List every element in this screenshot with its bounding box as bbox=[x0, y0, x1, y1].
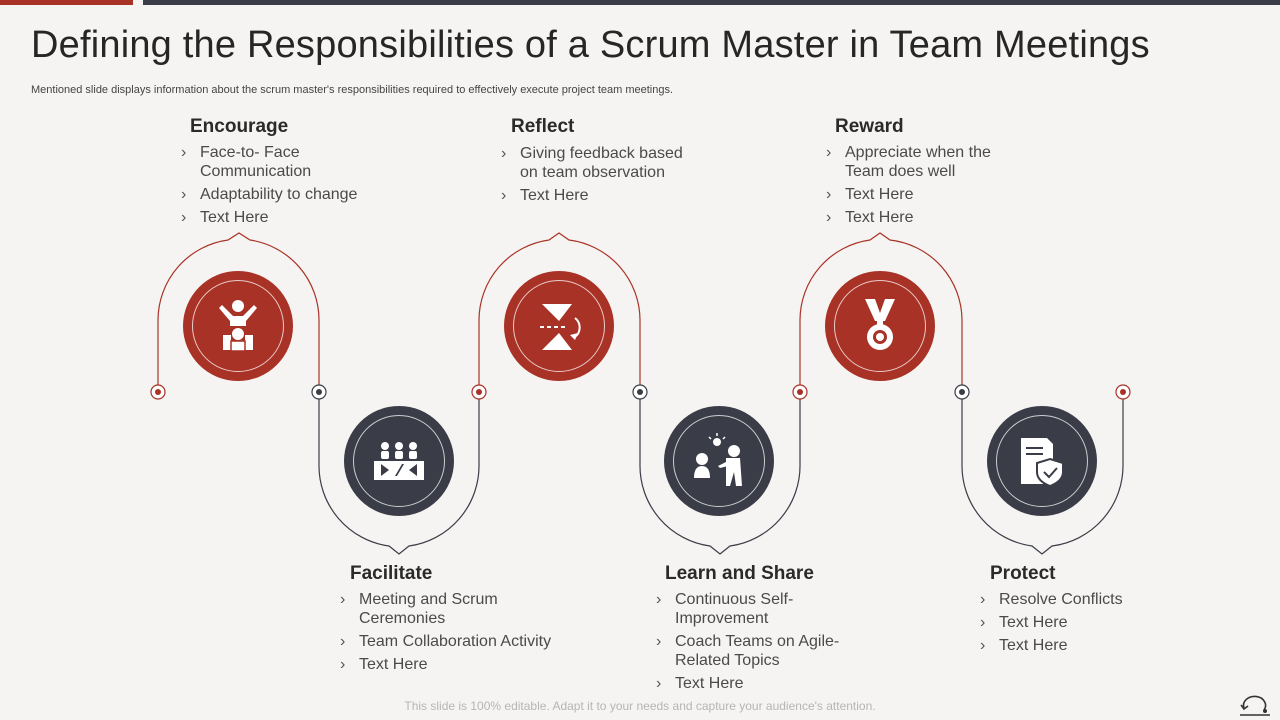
list-item: Team Collaboration Activity bbox=[340, 632, 580, 651]
connector-node bbox=[471, 384, 487, 400]
reflect-circle bbox=[504, 271, 614, 381]
step-reward: Reward Appreciate when the Team does wel… bbox=[826, 116, 1016, 231]
protect-circle bbox=[987, 406, 1097, 516]
list-item: Giving feedback based on team observatio… bbox=[501, 144, 701, 182]
connector-node bbox=[792, 384, 808, 400]
list-item: Text Here bbox=[826, 208, 1016, 227]
list-item: Face-to- Face Communication bbox=[181, 143, 381, 181]
step-title: Reward bbox=[835, 116, 904, 137]
shield-document-icon bbox=[1021, 438, 1064, 488]
list-item: Appreciate when the Team does well bbox=[826, 143, 1016, 181]
list-item: Text Here bbox=[656, 674, 856, 693]
step-reflect: Reflect Giving feedback based on team ob… bbox=[501, 116, 701, 209]
connector-node bbox=[1115, 384, 1131, 400]
connector-node bbox=[954, 384, 970, 400]
celebrating-person-icon bbox=[219, 300, 257, 352]
refresh-logo-icon bbox=[1240, 695, 1270, 716]
connector-node bbox=[150, 384, 166, 400]
step-protect: Protect Resolve Conflicts Text Here Text… bbox=[980, 563, 1180, 659]
step-encourage: Encourage Face-to- Face Communication Ad… bbox=[181, 116, 381, 231]
list-item: Text Here bbox=[826, 185, 1016, 204]
learn-and-share-circle bbox=[664, 406, 774, 516]
reward-circle bbox=[825, 271, 935, 381]
list-item: Text Here bbox=[980, 613, 1180, 632]
step-title: Protect bbox=[990, 563, 1056, 584]
slide-footer-note: This slide is 100% editable. Adapt it to… bbox=[404, 699, 876, 713]
idea-sharing-icon bbox=[694, 433, 742, 486]
list-item: Text Here bbox=[980, 636, 1180, 655]
slide-subtitle: Mentioned slide displays information abo… bbox=[31, 84, 674, 96]
step-title: Reflect bbox=[511, 116, 575, 137]
top-dark-bar bbox=[143, 0, 1280, 5]
step-learn-and-share: Learn and Share Continuous Self-Improvem… bbox=[656, 563, 856, 697]
connector-node bbox=[632, 384, 648, 400]
list-item: Text Here bbox=[501, 186, 701, 205]
list-item: Adaptability to change bbox=[181, 185, 381, 204]
hourglass-icon bbox=[540, 304, 581, 350]
slide-title: Defining the Responsibilities of a Scrum… bbox=[31, 24, 1150, 66]
list-item: Continuous Self-Improvement bbox=[656, 590, 856, 628]
step-title: Facilitate bbox=[350, 563, 433, 584]
facilitate-circle bbox=[344, 406, 454, 516]
top-accent-bar bbox=[0, 0, 133, 5]
presentation-audience-icon bbox=[374, 442, 424, 480]
step-title: Encourage bbox=[190, 116, 289, 137]
list-item: Text Here bbox=[181, 208, 381, 227]
step-facilitate: Facilitate Meeting and Scrum Ceremonies … bbox=[340, 563, 580, 678]
medal-icon bbox=[865, 299, 895, 350]
list-item: Meeting and Scrum Ceremonies bbox=[340, 590, 580, 628]
list-item: Coach Teams on Agile-Related Topics bbox=[656, 632, 856, 670]
encourage-circle bbox=[183, 271, 293, 381]
list-item: Text Here bbox=[340, 655, 580, 674]
step-title: Learn and Share bbox=[665, 563, 814, 584]
list-item: Resolve Conflicts bbox=[980, 590, 1180, 609]
connector-node bbox=[311, 384, 327, 400]
